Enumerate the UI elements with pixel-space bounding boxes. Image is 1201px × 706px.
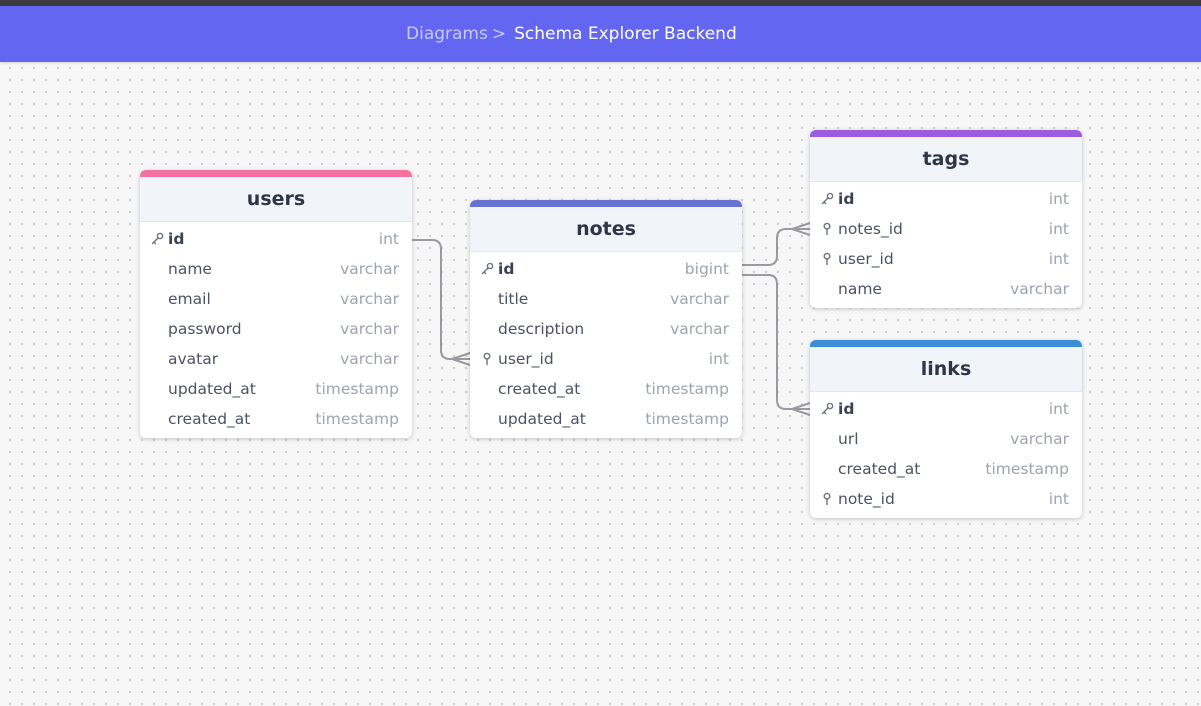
foreign-key-icon <box>480 352 494 366</box>
primary-key-icon <box>820 402 834 416</box>
field-name: id <box>168 230 185 248</box>
field-name: id <box>498 260 515 278</box>
field-name: note_id <box>838 490 895 508</box>
table-tags-header[interactable]: tags <box>810 137 1082 182</box>
primary-key-icon <box>480 262 494 276</box>
field-row-password[interactable]: password varchar <box>140 314 412 344</box>
field-type: varchar <box>340 260 399 278</box>
relationship-notes-links[interactable] <box>742 274 811 416</box>
field-name: avatar <box>168 350 219 368</box>
field-name: email <box>168 290 211 308</box>
field-row-user-id[interactable]: user_id int <box>470 344 742 374</box>
field-name: created_at <box>838 460 921 478</box>
field-row-created-at[interactable]: created_at timestamp <box>810 454 1082 484</box>
field-name: updated_at <box>498 410 586 428</box>
field-type: timestamp <box>645 410 729 428</box>
field-type: int <box>1048 190 1069 208</box>
field-type: varchar <box>1010 280 1069 298</box>
table-links[interactable]: links id int url varchar created_at timestamp… <box>810 340 1082 518</box>
field-name: created_at <box>168 410 251 428</box>
field-name: name <box>838 280 882 298</box>
field-type: timestamp <box>315 410 399 428</box>
foreign-key-icon <box>820 222 834 236</box>
field-type: int <box>1048 250 1069 268</box>
field-row-id[interactable]: id int <box>810 394 1082 424</box>
field-type: int <box>378 230 399 248</box>
app-header: Diagrams> Schema Explorer Backend <box>0 6 1201 62</box>
table-users-header[interactable]: users <box>140 177 412 222</box>
table-color-bar <box>470 200 742 207</box>
field-name: updated_at <box>168 380 256 398</box>
field-name: created_at <box>498 380 581 398</box>
table-links-header[interactable]: links <box>810 347 1082 392</box>
field-row-created-at[interactable]: created_at timestamp <box>140 404 412 434</box>
field-row-updated-at[interactable]: updated_at timestamp <box>470 404 742 434</box>
field-type: varchar <box>1010 430 1069 448</box>
table-notes[interactable]: notes id bigint title varchar description var… <box>470 200 742 438</box>
field-type: int <box>1048 400 1069 418</box>
table-color-bar <box>140 170 412 177</box>
field-type: int <box>1048 490 1069 508</box>
field-name: notes_id <box>838 220 903 238</box>
field-row-id[interactable]: id bigint <box>470 254 742 284</box>
field-row-updated-at[interactable]: updated_at timestamp <box>140 374 412 404</box>
table-color-bar <box>810 340 1082 347</box>
field-name: url <box>838 430 859 448</box>
field-name: description <box>498 320 585 338</box>
field-name: password <box>168 320 242 338</box>
field-row-note-id[interactable]: note_id int <box>810 484 1082 514</box>
field-type: int <box>1048 220 1069 238</box>
field-type: timestamp <box>315 380 399 398</box>
field-row-name[interactable]: name varchar <box>140 254 412 284</box>
field-name: id <box>838 190 855 208</box>
breadcrumb-diagrams-link[interactable]: Diagrams <box>406 24 488 44</box>
foreign-key-icon <box>820 492 834 506</box>
field-type: bigint <box>684 260 729 278</box>
field-row-description[interactable]: description varchar <box>470 314 742 344</box>
field-type: varchar <box>670 320 729 338</box>
table-users-fields: id int name varchar email varchar password varc… <box>140 222 412 438</box>
table-notes-header[interactable]: notes <box>470 207 742 252</box>
field-type: timestamp <box>985 460 1069 478</box>
table-links-fields: id int url varchar created_at timestamp note_i… <box>810 392 1082 518</box>
breadcrumb-current-diagram: Schema Explorer Backend <box>514 24 737 44</box>
table-color-bar <box>810 130 1082 137</box>
field-row-email[interactable]: email varchar <box>140 284 412 314</box>
field-type: timestamp <box>645 380 729 398</box>
field-row-id[interactable]: id int <box>140 224 412 254</box>
primary-key-icon <box>150 232 164 246</box>
field-type: varchar <box>670 290 729 308</box>
field-row-user-id[interactable]: user_id int <box>810 244 1082 274</box>
breadcrumb: Diagrams> Schema Explorer Backend <box>406 23 737 45</box>
field-row-avatar[interactable]: avatar varchar <box>140 344 412 374</box>
foreign-key-icon <box>820 252 834 266</box>
field-name: name <box>168 260 212 278</box>
field-type: varchar <box>340 320 399 338</box>
field-row-created-at[interactable]: created_at timestamp <box>470 374 742 404</box>
field-name: title <box>498 290 529 308</box>
window-top-strip <box>0 0 1201 6</box>
field-row-id[interactable]: id int <box>810 184 1082 214</box>
table-notes-fields: id bigint title varchar description varchar us… <box>470 252 742 438</box>
field-row-url[interactable]: url varchar <box>810 424 1082 454</box>
field-name: user_id <box>498 350 554 368</box>
breadcrumb-separator: > <box>491 24 507 44</box>
field-type: varchar <box>340 290 399 308</box>
field-name: user_id <box>838 250 894 268</box>
field-row-name[interactable]: name varchar <box>810 274 1082 304</box>
field-row-title[interactable]: title varchar <box>470 284 742 314</box>
field-type: varchar <box>340 350 399 368</box>
field-row-notes-id[interactable]: notes_id int <box>810 214 1082 244</box>
field-type: int <box>708 350 729 368</box>
field-name: id <box>838 400 855 418</box>
relationship-notes-tags[interactable] <box>742 222 811 266</box>
primary-key-icon <box>820 192 834 206</box>
relationship-users-notes[interactable] <box>412 239 471 366</box>
